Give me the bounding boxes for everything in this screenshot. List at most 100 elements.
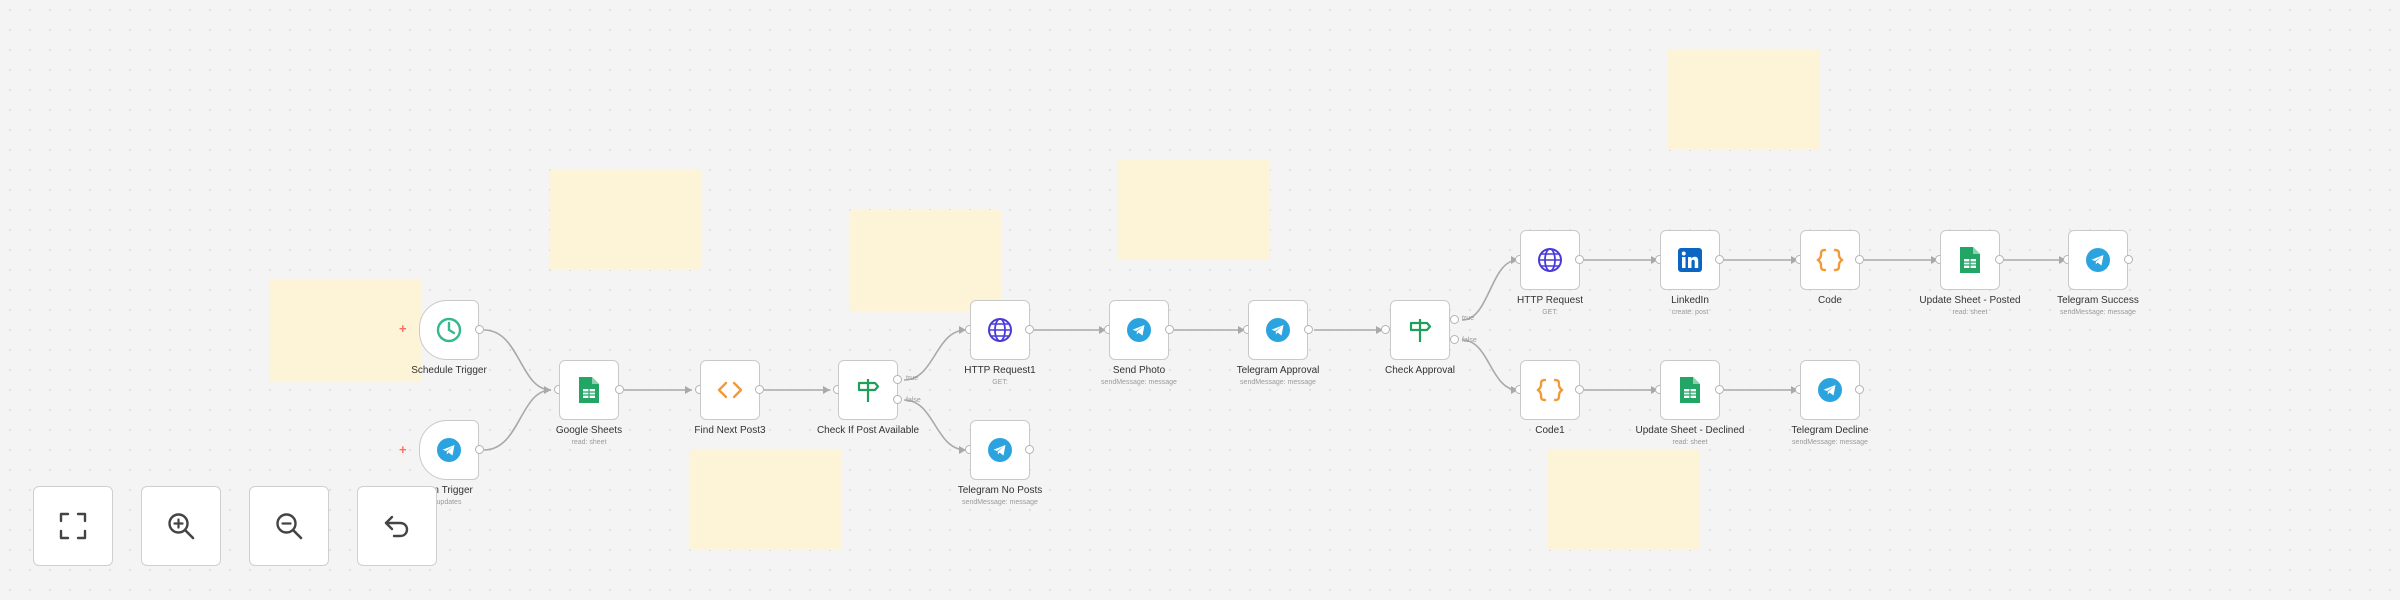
node-telegram-success[interactable] — [2068, 230, 2128, 290]
node-subtitle: read: sheet — [1952, 309, 1988, 316]
output-handle[interactable] — [1575, 385, 1584, 394]
output-handle[interactable] — [1855, 385, 1864, 394]
telegram-icon — [988, 438, 1012, 462]
node-title: Update Sheet - Declined — [1635, 425, 1745, 436]
node-code[interactable] — [1800, 230, 1860, 290]
signpost-icon — [857, 379, 880, 402]
output-handle[interactable] — [2124, 255, 2133, 264]
output-handle[interactable] — [1025, 445, 1034, 454]
node-subtitle: sendMessage: message — [2060, 309, 2136, 316]
node-title: Check If Post Available — [816, 425, 920, 436]
branch-label-false: false — [1462, 337, 1477, 344]
node-title: LinkedIn — [1671, 295, 1709, 306]
node-send-photo[interactable] — [1109, 300, 1169, 360]
output-handle[interactable] — [1715, 255, 1724, 264]
output-false-handle[interactable] — [893, 395, 902, 404]
node-title: Update Sheet - Posted — [1919, 295, 2021, 306]
sticky-note[interactable] — [1118, 159, 1270, 260]
node-title: Code1 — [1535, 425, 1565, 436]
node-check-approval[interactable] — [1390, 300, 1450, 360]
zoom-out-button[interactable] — [249, 486, 329, 566]
output-handle[interactable] — [475, 325, 484, 334]
google-sheets-icon — [1680, 377, 1700, 403]
node-subtitle: read: sheet — [571, 439, 607, 446]
zoom-out-icon — [276, 513, 303, 540]
sticky-note[interactable] — [849, 210, 1001, 311]
node-http-request[interactable] — [1520, 230, 1580, 290]
input-handle[interactable] — [1381, 325, 1390, 334]
output-handle[interactable] — [615, 385, 624, 394]
node-subtitle: GET: — [1542, 309, 1558, 316]
telegram-icon — [1127, 318, 1151, 342]
node-title: Telegram Decline — [1791, 425, 1869, 436]
curly-braces-icon — [1536, 378, 1564, 402]
node-subtitle: sendMessage: message — [962, 499, 1038, 506]
output-handle[interactable] — [1165, 325, 1174, 334]
linkedin-icon — [1678, 248, 1702, 272]
output-handle[interactable] — [755, 385, 764, 394]
sticky-note[interactable] — [1668, 49, 1820, 150]
node-telegram-trigger[interactable] — [419, 420, 479, 480]
node-title: Telegram Approval — [1236, 365, 1320, 376]
output-handle[interactable] — [1995, 255, 2004, 264]
output-handle[interactable] — [1855, 255, 1864, 264]
node-telegram-approval[interactable] — [1248, 300, 1308, 360]
globe-icon — [988, 318, 1012, 342]
output-handle[interactable] — [1304, 325, 1313, 334]
node-linkedin[interactable] — [1660, 230, 1720, 290]
node-title: Find Next Post3 — [694, 425, 766, 436]
fit-view-button[interactable] — [33, 486, 113, 566]
curly-braces-icon — [1816, 248, 1844, 272]
output-handle[interactable] — [1025, 325, 1034, 334]
connection — [483, 259, 2066, 451]
node-telegram-no-posts[interactable] — [970, 420, 1030, 480]
clock-icon — [436, 317, 462, 343]
output-true-handle[interactable] — [1450, 315, 1459, 324]
zoom-in-icon — [168, 513, 195, 540]
node-find-next-post[interactable] — [700, 360, 760, 420]
telegram-icon — [437, 438, 461, 462]
node-update-sheet-posted[interactable] — [1940, 230, 2000, 290]
add-trigger-icon[interactable]: + — [399, 321, 407, 336]
fullscreen-corners-icon — [59, 512, 87, 540]
node-title: Telegram Success — [2057, 295, 2139, 306]
output-false-handle[interactable] — [1450, 335, 1459, 344]
node-title: Telegram No Posts — [957, 485, 1043, 496]
node-title: HTTP Request — [1517, 295, 1583, 306]
node-schedule-trigger[interactable] — [419, 300, 479, 360]
node-subtitle: GET: — [992, 379, 1008, 386]
telegram-icon — [2086, 248, 2110, 272]
signpost-icon — [1409, 319, 1432, 342]
sticky-note[interactable] — [269, 280, 421, 381]
node-http-request1[interactable] — [970, 300, 1030, 360]
node-subtitle: sendMessage: message — [1792, 439, 1868, 446]
node-google-sheets[interactable] — [559, 360, 619, 420]
node-subtitle: read: sheet — [1672, 439, 1708, 446]
node-subtitle: sendMessage: message — [1101, 379, 1177, 386]
reset-zoom-button[interactable] — [357, 486, 437, 566]
google-sheets-icon — [1960, 247, 1980, 273]
node-update-sheet-declined[interactable] — [1660, 360, 1720, 420]
sticky-note[interactable] — [550, 169, 702, 270]
node-title: Schedule Trigger — [411, 365, 487, 376]
sticky-note[interactable] — [1548, 449, 1700, 550]
google-sheets-icon — [579, 377, 599, 403]
output-handle[interactable] — [475, 445, 484, 454]
branch-label-true: true — [1462, 315, 1474, 322]
node-telegram-decline[interactable] — [1800, 360, 1860, 420]
output-handle[interactable] — [1715, 385, 1724, 394]
node-title: Code — [1818, 295, 1842, 306]
output-handle[interactable] — [1575, 255, 1584, 264]
node-title: Google Sheets — [555, 425, 623, 436]
branch-label-false: false — [906, 397, 921, 404]
zoom-in-button[interactable] — [141, 486, 221, 566]
add-trigger-icon[interactable]: + — [399, 442, 407, 457]
sticky-note[interactable] — [689, 449, 841, 550]
node-title: Check Approval — [1384, 365, 1456, 376]
node-code1[interactable] — [1520, 360, 1580, 420]
node-check-if-post-available[interactable] — [838, 360, 898, 420]
output-true-handle[interactable] — [893, 375, 902, 384]
code-brackets-icon — [717, 381, 743, 399]
